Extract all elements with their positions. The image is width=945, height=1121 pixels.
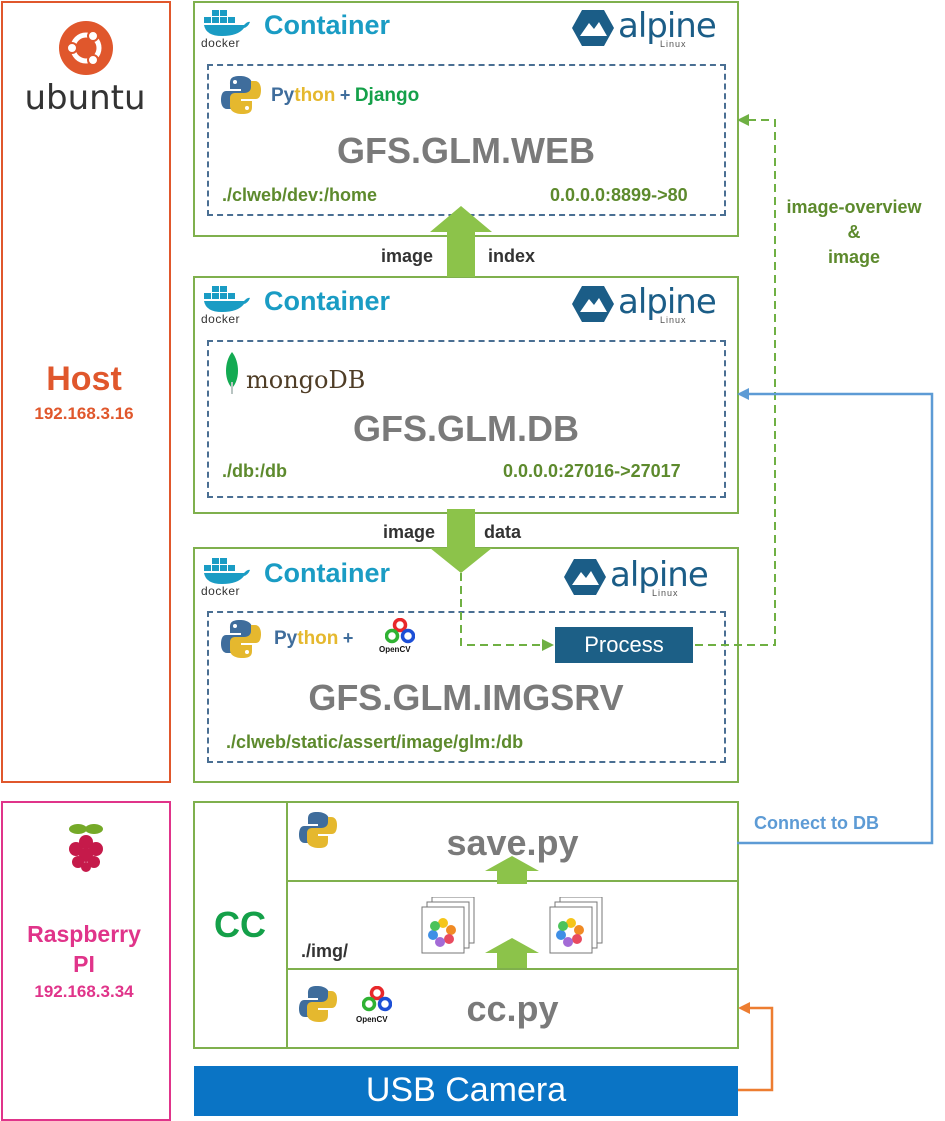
- volume-mapping: ./clweb/static/assert/image/glm:/db: [226, 732, 524, 752]
- port-mapping: 0.0.0.0:27016->27017: [503, 461, 681, 481]
- flow-label-index: index: [488, 246, 536, 266]
- overview-label-line2: &: [847, 222, 861, 242]
- cc-divider-bottom: [286, 968, 737, 970]
- alpine-sub-label: Linux: [652, 588, 679, 598]
- flow-label-data: data: [484, 522, 522, 542]
- overview-label-line3: image: [827, 247, 881, 267]
- process-arrowhead: [542, 639, 554, 651]
- alpine-logo-icon: [564, 559, 606, 595]
- tech-stack-label: Python +: [274, 628, 353, 650]
- python-text-part1: Py: [274, 628, 298, 649]
- cc-divider-vertical: [286, 801, 288, 1047]
- python-text-part2: thon: [294, 85, 336, 106]
- service-name: GFS.GLM.WEB: [337, 130, 595, 171]
- host-title: Host: [46, 360, 122, 398]
- opencv-label: OpenCV: [379, 645, 411, 654]
- mongodb-leaf-icon: [226, 352, 238, 394]
- camera-feed-arrowhead: [738, 1002, 750, 1014]
- volume-mapping: ./db:/db: [222, 461, 287, 481]
- connect-db-arrowhead: [737, 388, 749, 400]
- host-ip: 192.168.3.16: [34, 404, 134, 423]
- alpine-wordmark: alpine: [618, 6, 717, 46]
- alpine-sub-label: Linux: [660, 39, 687, 49]
- data-to-process-line: [460, 573, 548, 646]
- alpine-sub-label: Linux: [660, 315, 687, 325]
- rpi-ip: 192.168.3.34: [34, 982, 134, 1001]
- imgsrv-service-frame: [207, 611, 726, 763]
- db-service-frame: [207, 340, 726, 498]
- web-container: [193, 1, 739, 237]
- rpi-title-line2: PI: [73, 951, 95, 977]
- volume-mapping: ./clweb/dev:/home: [222, 185, 378, 205]
- plus-sign: +: [342, 628, 354, 648]
- save-script: save.py: [446, 822, 579, 863]
- camera-feed-line: [738, 1006, 774, 1092]
- container-title: Container: [264, 558, 391, 588]
- overview-return-line: [695, 119, 776, 646]
- opencv-icon: [385, 618, 415, 644]
- alpine-logo-icon: [572, 286, 614, 322]
- host-panel: [1, 1, 171, 783]
- opencv-label: OpenCV: [356, 1015, 388, 1024]
- docker-label: docker: [201, 36, 241, 50]
- img-to-save-arrow: [485, 856, 539, 884]
- python-text-part2: thon: [297, 628, 339, 649]
- python-icon: [221, 76, 261, 114]
- plus-sign: +: [339, 85, 351, 105]
- connect-db-label: Connect to DB: [754, 813, 879, 833]
- python-text-part1: Py: [271, 85, 295, 106]
- overview-label-line1: image-overview: [786, 197, 922, 217]
- db-container: [193, 276, 739, 514]
- django-text: Django: [354, 85, 420, 106]
- container-title: Container: [264, 286, 391, 316]
- flow-label-image: image: [381, 246, 434, 266]
- opencv-icon: [362, 986, 392, 1012]
- ubuntu-wordmark: ubuntu: [24, 78, 146, 118]
- python-icon: [299, 812, 337, 848]
- docker-whale-icon: [204, 558, 250, 584]
- db-to-web-arrow: [430, 206, 492, 277]
- python-icon: [221, 620, 261, 658]
- raspberry-pi-icon: [69, 824, 103, 872]
- cc-title: CC: [214, 904, 266, 945]
- mongodb-wordmark: mongoDB: [246, 366, 366, 394]
- imgsrv-container: [193, 547, 739, 783]
- service-name: GFS.GLM.DB: [353, 408, 579, 449]
- overview-arrowhead: [737, 114, 749, 126]
- docker-label: docker: [201, 584, 241, 598]
- docker-label: docker: [201, 312, 241, 326]
- docker-whale-icon: [204, 286, 250, 312]
- process-box: Process: [555, 627, 693, 663]
- capture-to-img-arrow: [485, 938, 539, 968]
- photos-icon: [421, 897, 475, 954]
- img-dir-label: ./img/: [301, 941, 349, 961]
- container-title: Container: [264, 10, 391, 40]
- alpine-wordmark: alpine: [610, 555, 709, 595]
- capture-script: cc.py: [466, 988, 559, 1029]
- alpine-wordmark: alpine: [618, 282, 717, 322]
- photos-icon: [549, 897, 603, 954]
- usb-camera-bar: USB Camera: [194, 1066, 738, 1116]
- flow-label-image: image: [383, 522, 436, 542]
- docker-whale-icon: [204, 10, 250, 36]
- tech-stack-label: Python + Django: [271, 85, 419, 107]
- alpine-logo-icon: [572, 10, 614, 46]
- rpi-title-line1: Raspberry: [27, 921, 141, 947]
- db-to-imgsrv-arrow: [430, 509, 492, 573]
- port-mapping: 0.0.0.0:8899->80: [550, 185, 688, 205]
- ubuntu-logo-icon: [59, 21, 113, 75]
- python-icon: [299, 986, 337, 1022]
- service-name: GFS.GLM.IMGSRV: [308, 677, 624, 718]
- connect-db-line: [737, 392, 934, 845]
